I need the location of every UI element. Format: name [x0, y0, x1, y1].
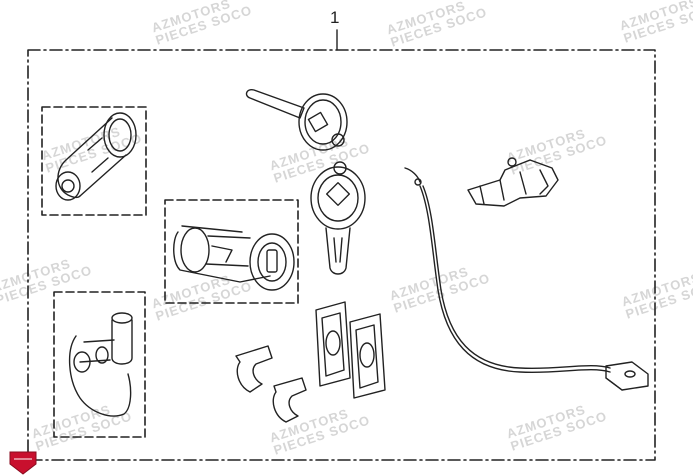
callout-number-1: 1	[330, 8, 340, 27]
helmet-lock-cylinder	[173, 225, 295, 291]
seat-latch-mechanism	[467, 157, 559, 207]
gasket-plate-1	[315, 301, 351, 387]
fuel-cap-lock	[68, 312, 133, 417]
kit-boundary	[27, 49, 656, 461]
part-box-seat-lock	[41, 106, 147, 216]
brand-logo	[9, 451, 37, 475]
part-box-helmet-lock	[164, 199, 299, 304]
part-box-fuel-cap-lock	[53, 291, 146, 438]
seat-lock-cylinder	[55, 112, 137, 201]
retaining-clip-1	[235, 345, 273, 393]
ignition-key-rear	[245, 88, 348, 151]
ignition-key-front	[310, 161, 366, 275]
gasket-plate-2	[349, 313, 386, 399]
release-cable	[404, 167, 649, 391]
retaining-clip-2	[272, 377, 307, 423]
